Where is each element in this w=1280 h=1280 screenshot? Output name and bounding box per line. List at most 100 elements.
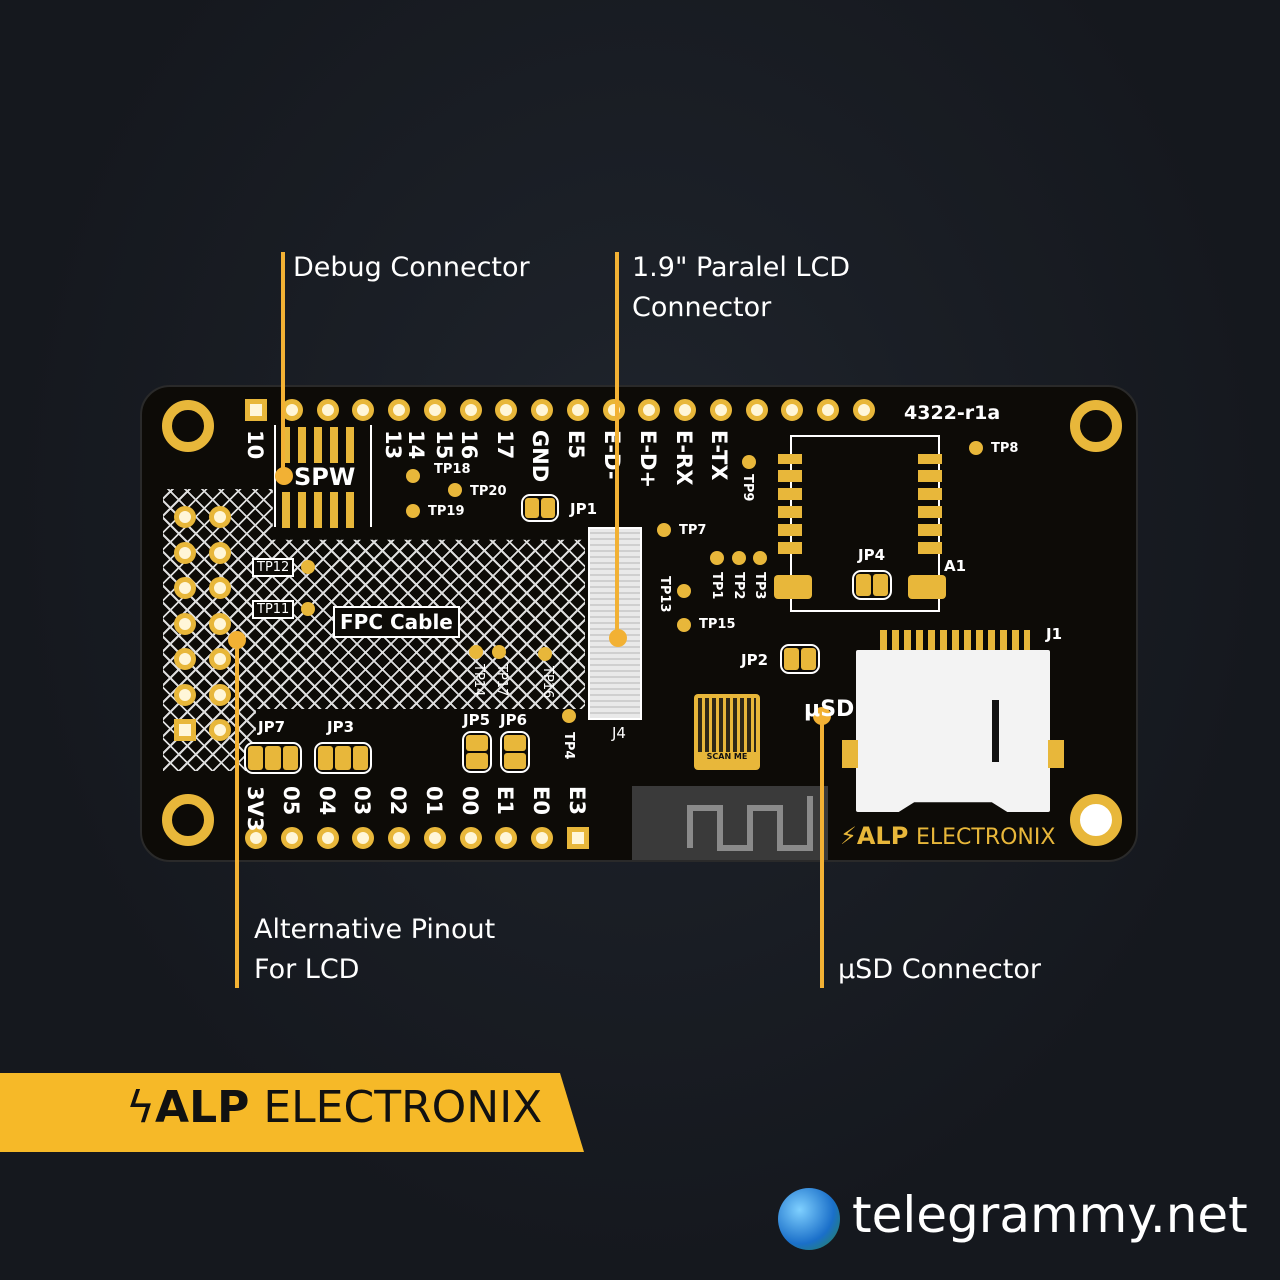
testpoint	[732, 551, 746, 565]
annotation-debug-connector: Debug Connector	[293, 252, 530, 283]
a1-label: A1	[944, 557, 967, 575]
banner-brand-rest: ELECTRONIX	[249, 1082, 543, 1133]
testpoint	[562, 709, 576, 723]
qr-pattern	[698, 698, 756, 752]
testpoint	[301, 602, 315, 616]
header-pin	[209, 648, 231, 670]
annotation-alt-line2: For LCD	[254, 954, 360, 985]
header-pin	[602, 399, 625, 421]
annotation-dot	[275, 467, 293, 485]
jumper-label: JP5	[463, 711, 491, 729]
tp-label: TP12	[252, 558, 295, 577]
pin-label: E-D+	[636, 430, 660, 489]
jumper-jp6	[500, 731, 530, 773]
pin-label: E-D-	[600, 430, 624, 480]
header-pin	[745, 399, 768, 421]
pin-label: 02	[386, 786, 410, 816]
header-pin	[531, 399, 553, 421]
banner-brand-bold: ALP	[155, 1082, 250, 1133]
testpoint	[406, 504, 420, 518]
tp-label: TP4	[561, 732, 576, 760]
header-pin	[245, 399, 267, 421]
testpoint	[742, 455, 756, 469]
header-pin	[566, 399, 589, 421]
header-pin	[174, 506, 196, 528]
header-pin	[209, 577, 231, 599]
header-pin	[174, 683, 196, 706]
header-pin	[209, 612, 231, 635]
header-pin	[209, 506, 231, 528]
jumper-jp5	[462, 731, 492, 773]
module-pad	[774, 575, 812, 599]
header-pin	[638, 399, 661, 421]
pin-label: 17	[493, 430, 517, 460]
header-pin	[388, 399, 410, 421]
mounting-hole	[162, 794, 214, 846]
pin-label: E0	[529, 786, 553, 815]
annotation-line-usd	[820, 716, 824, 988]
header-pin	[209, 683, 231, 706]
header-pin	[566, 827, 589, 849]
header-pin	[709, 399, 732, 421]
annotation-dot	[609, 629, 627, 647]
header-pin	[316, 399, 339, 421]
header-pin	[316, 827, 339, 849]
module-pads-left	[778, 454, 802, 554]
usd-slot-mark	[992, 700, 999, 762]
testpoint	[469, 645, 483, 659]
annotation-alt-line1: Alternative Pinout	[254, 914, 496, 945]
usd-pins	[880, 630, 1030, 650]
pin-label: E3	[564, 786, 589, 815]
testpoint	[406, 469, 420, 483]
watermark-text[interactable]: telegrammy.net	[852, 1186, 1248, 1244]
header-pin	[781, 399, 804, 421]
pin-label: 16	[457, 430, 481, 460]
testpoint	[448, 483, 462, 497]
tp-label: TP8	[991, 441, 1019, 456]
module-pad	[908, 575, 946, 599]
spw-pads-top	[282, 427, 362, 463]
header-pin	[352, 399, 375, 421]
qr-code: SCAN ME	[694, 694, 760, 770]
jumper-jp7	[244, 742, 302, 774]
tp-label: TP14	[471, 664, 486, 697]
header-pin	[459, 827, 482, 849]
testpoint	[677, 618, 691, 632]
header-pin	[209, 541, 231, 564]
annotation-lcd-line1: 1.9" Paralel LCD	[632, 252, 851, 283]
jumper-label: JP4	[858, 546, 886, 564]
module-pads-right	[918, 454, 942, 554]
header-pin	[817, 399, 839, 421]
header-pin	[209, 719, 231, 741]
pin-label: 13	[381, 430, 405, 460]
jumper-jp3	[314, 742, 372, 774]
tp-label: TP11	[252, 600, 295, 619]
header-pin	[423, 399, 446, 421]
tp-label: TP7	[679, 523, 707, 538]
tp-label: TP20	[470, 484, 507, 499]
fpc-cable-label: FPC Cable	[333, 606, 460, 638]
antenna-trace-icon	[687, 796, 813, 851]
testpoint	[753, 551, 767, 565]
pin-label: E1	[493, 786, 518, 815]
jumper-label: JP7	[258, 718, 286, 736]
jumper-jp2	[780, 644, 820, 674]
usd-label: μSD	[804, 697, 855, 722]
pin-label: E-TX	[707, 430, 731, 481]
tp-label: TP3	[752, 572, 767, 600]
usd-tab	[1048, 740, 1064, 768]
jumper-label: JP1	[570, 500, 598, 518]
pin-label: GND	[528, 430, 552, 483]
header-pin	[245, 827, 267, 849]
header-pin	[352, 827, 375, 849]
annotation-dot	[228, 631, 246, 649]
annotation-dot	[813, 707, 831, 725]
jumper-label: JP3	[327, 718, 355, 736]
annotation-usd-connector: μSD Connector	[838, 954, 1041, 985]
scan-me-label: SCAN ME	[706, 752, 748, 761]
banner-brand: ϟALP ELECTRONIX	[126, 1082, 542, 1133]
tp-label: TP15	[699, 617, 736, 632]
mounting-hole	[162, 400, 214, 452]
j4-label: J4	[612, 724, 626, 742]
testpoint	[301, 560, 315, 574]
